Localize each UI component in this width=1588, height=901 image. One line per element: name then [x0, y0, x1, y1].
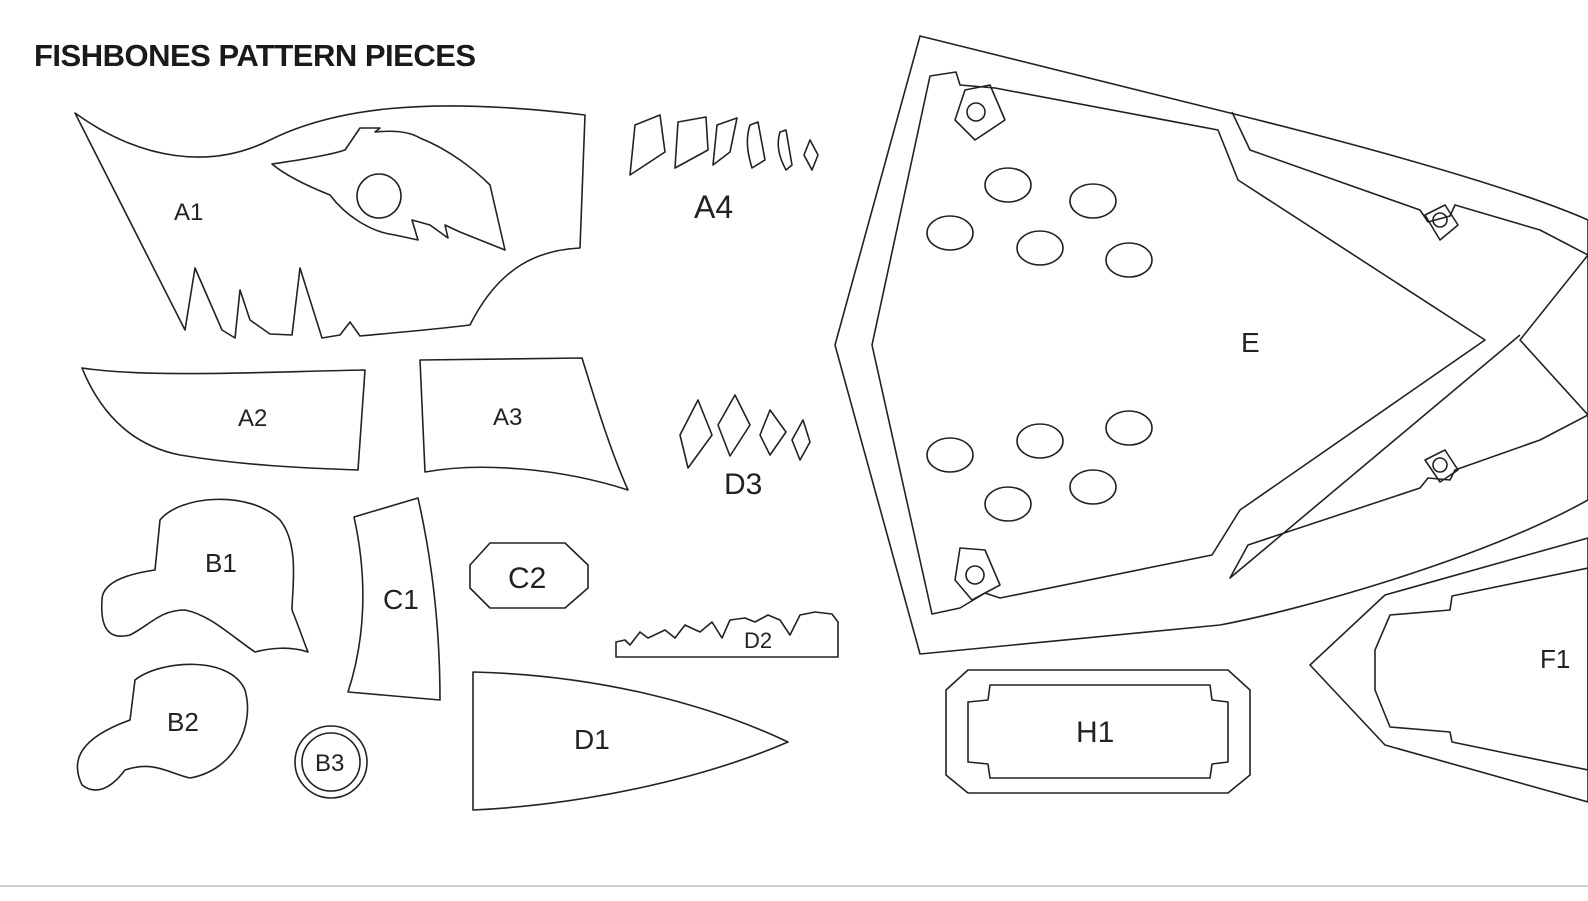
label-b1: B1: [205, 548, 237, 578]
piece-a2: A2: [81, 367, 366, 471]
piece-h1: H1: [945, 669, 1251, 794]
label-c1: C1: [383, 584, 419, 615]
piece-a3: A3: [419, 357, 629, 491]
label-a4: A4: [694, 189, 733, 225]
piece-b1: B1: [100, 498, 309, 653]
piece-a4: A4: [629, 114, 819, 225]
label-b2: B2: [167, 707, 199, 737]
piece-b2: B2: [76, 663, 249, 791]
label-c2: C2: [508, 562, 546, 595]
label-d3: D3: [724, 468, 762, 501]
piece-d1: D1: [472, 671, 789, 811]
piece-d3: D3: [679, 394, 811, 501]
label-a3: A3: [493, 404, 522, 431]
label-h1: H1: [1076, 716, 1114, 749]
piece-b3: B3: [294, 725, 368, 799]
sheet-title: FISHBONES PATTERN PIECES: [34, 38, 476, 73]
piece-c2: C2: [469, 542, 589, 609]
label-d2: D2: [744, 628, 772, 653]
bottom-divider: [0, 885, 1588, 887]
label-a2: A2: [238, 405, 267, 432]
label-b3: B3: [315, 750, 344, 777]
piece-f1: F1: [1309, 537, 1588, 803]
piece-a1: A1: [74, 105, 586, 339]
label-a1: A1: [174, 199, 203, 226]
label-e: E: [1241, 327, 1260, 358]
label-f1: F1: [1540, 644, 1570, 674]
label-d1: D1: [574, 724, 610, 755]
piece-e: E: [834, 35, 1588, 655]
piece-d2: D2: [615, 611, 839, 658]
piece-c1: C1: [347, 497, 441, 701]
